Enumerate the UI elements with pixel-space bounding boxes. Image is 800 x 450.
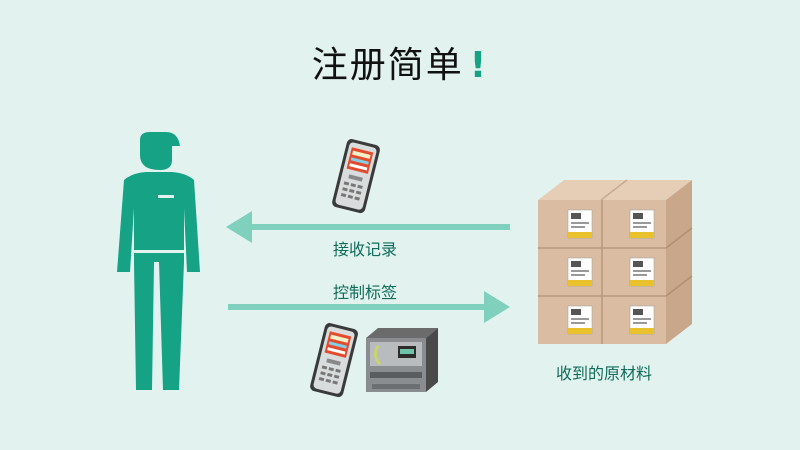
title-text: 注册简单	[311, 45, 464, 86]
receive-arrow-icon	[226, 211, 510, 243]
title-exclaim: !	[469, 45, 489, 86]
receive-records-label: 接收记录	[333, 240, 398, 259]
box-label-icon	[629, 305, 655, 335]
received-materials-label: 收到的原材料	[556, 364, 653, 383]
control-labels-label: 控制标签	[333, 283, 398, 302]
box-label-icon	[567, 305, 593, 335]
material-boxes-icon	[538, 179, 693, 344]
box-label-icon	[629, 257, 655, 287]
label-printer-icon	[366, 328, 438, 392]
box-label-icon	[629, 209, 655, 239]
box-label-icon	[567, 257, 593, 287]
control-arrow-icon	[228, 291, 510, 323]
worker-icon	[117, 132, 200, 390]
handheld-scanner-icon	[332, 139, 380, 214]
page-title: 注册简单!	[0, 36, 800, 88]
handheld-scanner-icon	[310, 323, 358, 398]
box-label-icon	[567, 209, 593, 239]
